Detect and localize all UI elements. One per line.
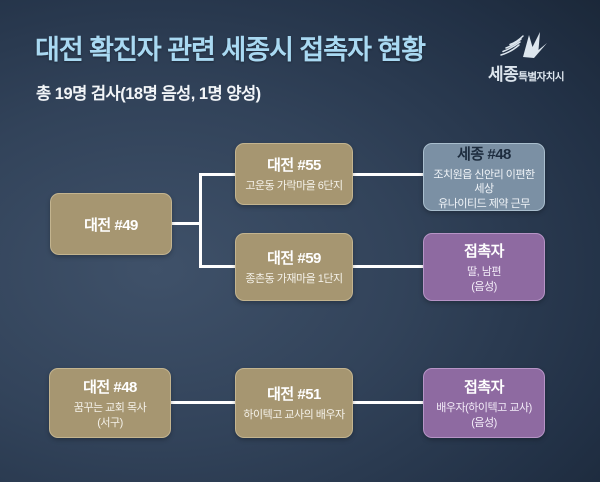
node-title: 대전 #48 (83, 379, 137, 397)
node-subtitle: 하이텍고 교사의 배우자 (243, 409, 345, 422)
node-title: 대전 #51 (267, 386, 321, 404)
node-title: 대전 #49 (84, 216, 138, 234)
page-subtitle: 총 19명 검사(18명 음성, 1명 양성) (36, 85, 261, 103)
node-daejeon-55: 대전 #55 고운동 가락마을 6단지 (235, 143, 353, 205)
node-subtitle: 딸, 남편 (음성) (467, 266, 501, 293)
node-title: 대전 #59 (267, 250, 321, 268)
node-title: 세종 #48 (457, 146, 511, 164)
sejong-city-logo-text: 세종특별자치시 (465, 60, 587, 85)
node-daejeon-48: 대전 #48 꿈꾸는 교회 목사 (서구) (49, 368, 171, 438)
node-daejeon-49: 대전 #49 (50, 193, 172, 255)
header: 대전 확진자 관련 세종시 접촉자 현황 총 19명 검사(18명 음성, 1명… (35, 28, 426, 104)
node-subtitle: 꿈꾸는 교회 목사 (서구) (73, 402, 147, 429)
connector-daejeon59-contact (352, 265, 424, 268)
connector-branch-daejeon55 (200, 173, 236, 176)
page-title: 대전 확진자 관련 세종시 접촉자 현황 (35, 35, 426, 65)
sejong-city-logo: 세종특별자치시 (465, 30, 587, 85)
connector-daejeon49-branch (171, 222, 202, 225)
node-title: 접촉자 (464, 379, 504, 397)
sejong-city-emblem-icon (465, 30, 587, 62)
node-contact-daughter-husband: 접촉자 딸, 남편 (음성) (423, 233, 545, 301)
node-title: 접촉자 (464, 243, 504, 261)
node-title: 대전 #55 (267, 157, 321, 175)
connector-branch-daejeon59 (200, 265, 236, 268)
node-daejeon-59: 대전 #59 종촌동 가재마을 1단지 (235, 233, 353, 301)
connector-daejeon51-contact (352, 401, 424, 404)
node-subtitle: 조치원읍 신안리 이편한세상 유나이티드 제약 근무 (433, 169, 535, 210)
connector-daejeon48-daejeon51 (170, 401, 236, 404)
connector-daejeon55-sejong48 (352, 173, 424, 176)
connector-branch-vertical (199, 173, 202, 268)
logo-city-name: 세종 (487, 65, 519, 84)
node-subtitle: 고운동 가락마을 6단지 (245, 180, 343, 193)
node-subtitle: 종촌동 가재마을 1단지 (245, 273, 343, 286)
node-subtitle: 배우자(하이텍고 교사) (음성) (436, 402, 532, 429)
logo-city-suffix: 특별자치시 (518, 71, 565, 83)
node-daejeon-51: 대전 #51 하이텍고 교사의 배우자 (235, 368, 353, 438)
node-contact-spouse: 접촉자 배우자(하이텍고 교사) (음성) (423, 368, 545, 438)
node-sejong-48: 세종 #48 조치원읍 신안리 이편한세상 유나이티드 제약 근무 (423, 143, 545, 211)
